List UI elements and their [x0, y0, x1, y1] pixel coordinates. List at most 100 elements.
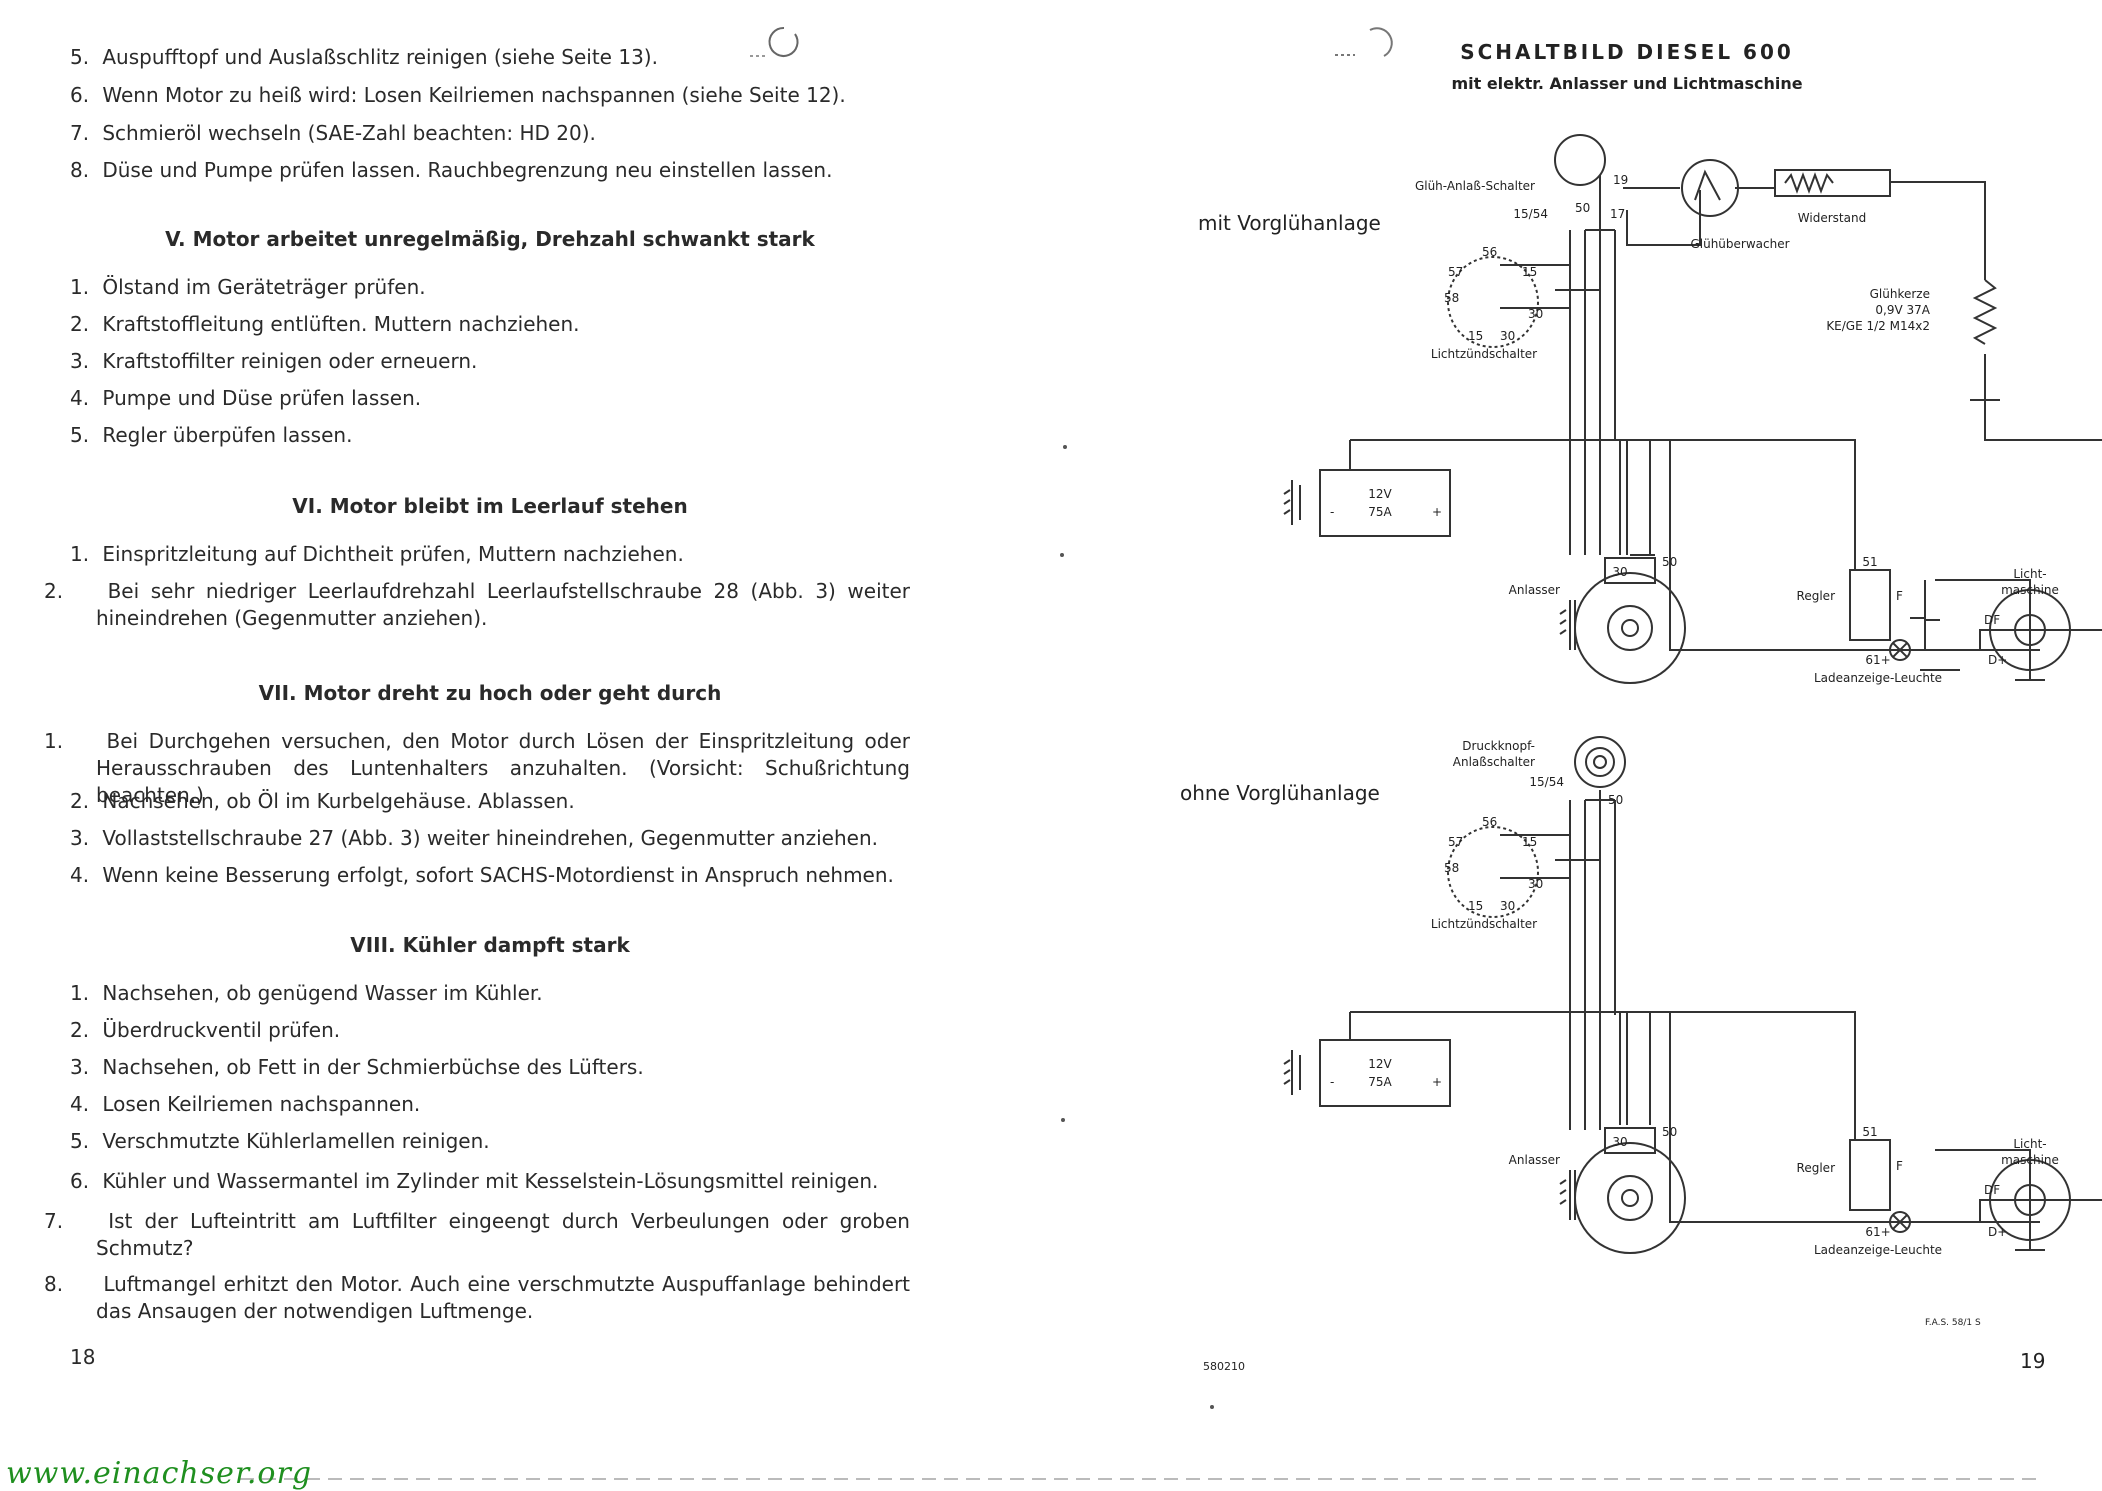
watermark: www.einachser.org — [6, 1456, 313, 1491]
lichtzuendschalter-icon — [1447, 256, 1539, 348]
label-terminal: 30 — [1528, 307, 1543, 321]
wiring-diagram-page: SCHALTBILD DIESEL 600 mit elektr. Anlass… — [1180, 27, 2102, 1373]
label-terminal: 19 — [1613, 173, 1628, 187]
scan-edge — [240, 1478, 2040, 1480]
scan-speck — [1210, 1405, 1214, 1409]
signature-mark: F.A.S. 58/1 S — [1925, 1318, 1981, 1328]
label-ladeanzeige-leuchte: Ladeanzeige-Leuchte — [1814, 671, 1942, 685]
label-lichtmaschine: maschine — [2001, 583, 2059, 597]
label-terminal: F — [1896, 1159, 1903, 1173]
glueh-ueberwacher-icon — [1681, 159, 1739, 217]
label-terminal: 15/54 — [1529, 775, 1564, 789]
label-terminal: 58 — [1444, 861, 1459, 875]
druckknopf-anlass-schalter-icon — [1574, 736, 1626, 788]
label-terminal: 15 — [1468, 899, 1483, 913]
list-item: 6. Kühler und Wassermantel im Zylinder m… — [70, 1169, 879, 1193]
list-item: 3. Kraftstoffilter reinigen oder erneuer… — [70, 349, 478, 373]
label-terminal: DF — [1984, 1183, 2000, 1197]
scan-artifact — [750, 26, 799, 57]
list-item: 5. Auspufftopf und Auslaßschlitz reinige… — [70, 45, 658, 69]
list-item: 4. Wenn keine Besserung erfolgt, sofort … — [70, 863, 894, 887]
label-terminal: 30 — [1500, 899, 1515, 913]
list-item: 4. Pumpe und Düse prüfen lassen. — [70, 386, 422, 410]
diagram-2-labels: ohne Vorglühanlage Druckknopf- Anlaßscha… — [1180, 739, 2059, 1257]
list-item: 8. Luftmangel erhitzt den Motor. Auch ei… — [44, 1272, 911, 1323]
anlasser-icon — [1574, 572, 1686, 684]
label-terminal: 56 — [1482, 815, 1497, 829]
wiring-diagram-1-components — [1283, 134, 2071, 684]
scan-speck — [1063, 445, 1067, 449]
scan-speck — [1061, 1118, 1065, 1122]
ladeanzeige-leuchte-icon — [1889, 1211, 1911, 1233]
label-terminal: 15 — [1522, 835, 1537, 849]
label-battery-voltage: 12V — [1368, 487, 1392, 501]
label-terminal: DF — [1984, 613, 2000, 627]
label-lichtzuendschalter: Lichtzündschalter — [1431, 347, 1537, 361]
label-terminal: 30 — [1500, 329, 1515, 343]
label-terminal: D+ — [1988, 1225, 2007, 1239]
label-ladeanzeige-leuchte: Ladeanzeige-Leuchte — [1814, 1243, 1942, 1257]
label-terminal: 17 — [1610, 207, 1625, 221]
label-terminal: F — [1896, 589, 1903, 603]
label-glueh-ueberwacher: Glühüberwacher — [1690, 237, 1789, 251]
label-terminal: 30 — [1528, 877, 1543, 891]
section-heading: VI. Motor bleibt im Leerlauf stehen — [292, 494, 688, 518]
label-terminal: 30 — [1612, 1135, 1627, 1149]
wiring-diagram-1 — [1349, 175, 2102, 680]
page-number: 18 — [70, 1345, 96, 1369]
label-terminal: 15 — [1468, 329, 1483, 343]
label-terminal: 61+ — [1865, 653, 1890, 667]
label-glueh-anlass-schalter: Glüh-Anlaß-Schalter — [1415, 179, 1535, 193]
list-item: 7. Schmieröl wechseln (SAE-Zahl beachten… — [70, 121, 596, 145]
list-item: 6. Wenn Motor zu heiß wird: Losen Keilri… — [70, 83, 846, 107]
regler-icon — [1849, 569, 1891, 641]
label-regler: Regler — [1797, 1161, 1836, 1175]
label-terminal: 50 — [1608, 793, 1623, 807]
battery-icon — [1319, 1039, 1451, 1107]
label-lichtmaschine: Licht- — [2013, 567, 2046, 581]
lichtzuendschalter-icon — [1447, 826, 1539, 918]
label-terminal: 15/54 — [1513, 207, 1548, 221]
label-anlasser: Anlasser — [1509, 1153, 1560, 1167]
label-battery-capacity: 75A — [1368, 505, 1392, 519]
label-terminal: 50 — [1662, 555, 1677, 569]
label-lichtmaschine: Licht- — [2013, 1137, 2046, 1151]
diagram-title: SCHALTBILD DIESEL 600 — [1460, 40, 1794, 64]
list-item: 3. Vollaststellschraube 27 (Abb. 3) weit… — [70, 826, 878, 850]
lichtmaschine-icon — [1989, 589, 2071, 671]
list-item: 4. Losen Keilriemen nachspannen. — [70, 1092, 421, 1116]
list-item: 2. Überdruckventil prüfen. — [70, 1018, 341, 1042]
glueh-anlass-schalter-icon — [1554, 134, 1606, 186]
list-item: 2. Bei sehr niedriger Leerlaufdrehzahl L… — [44, 579, 911, 630]
list-item: 3. Nachsehen, ob Fett in der Schmierbüch… — [70, 1055, 644, 1079]
scan-artifact — [1335, 27, 1393, 57]
ladeanzeige-leuchte-icon — [1889, 639, 1911, 661]
label-terminal: 51 — [1862, 1125, 1877, 1139]
anlasser-icon — [1574, 1142, 1686, 1254]
label-terminal: 50 — [1662, 1125, 1677, 1139]
list-item: 2. Nachsehen, ob Öl im Kurbelgehäuse. Ab… — [70, 789, 575, 813]
label-gluehkerze-spec: 0,9V 37A — [1875, 303, 1930, 317]
label-terminal: - — [1330, 505, 1334, 519]
label-lichtmaschine: maschine — [2001, 1153, 2059, 1167]
section-heading: V. Motor arbeitet unregelmäßig, Drehzahl… — [165, 227, 815, 251]
print-code: 580210 — [1203, 1360, 1245, 1373]
section-heading: VIII. Kühler dampft stark — [350, 933, 630, 957]
label-druckknopf: Druckknopf- — [1462, 739, 1535, 753]
list-item: 2. Kraftstoffleitung entlüften. Muttern … — [70, 312, 580, 336]
label-terminal: 57 — [1448, 835, 1463, 849]
list-item: 5. Verschmutzte Kühlerlamellen reinigen. — [70, 1129, 490, 1153]
page-number: 19 — [2020, 1349, 2045, 1373]
lichtmaschine-icon — [1989, 1159, 2071, 1241]
caption-ohne-vorgluehanlage: ohne Vorglühanlage — [1180, 781, 1380, 805]
list-item: 1. Einspritzleitung auf Dichtheit prüfen… — [70, 542, 684, 566]
wiring-diagram-2-components — [1283, 736, 2071, 1254]
label-anlass-schalter: Anlaßschalter — [1453, 755, 1535, 769]
label-battery-capacity: 75A — [1368, 1075, 1392, 1089]
label-terminal: D+ — [1988, 653, 2007, 667]
label-terminal: 57 — [1448, 265, 1463, 279]
scan-speck — [1060, 553, 1064, 557]
label-terminal: 61+ — [1865, 1225, 1890, 1239]
battery-icon — [1319, 469, 1451, 537]
gluehkerze-icon — [1972, 279, 1998, 345]
